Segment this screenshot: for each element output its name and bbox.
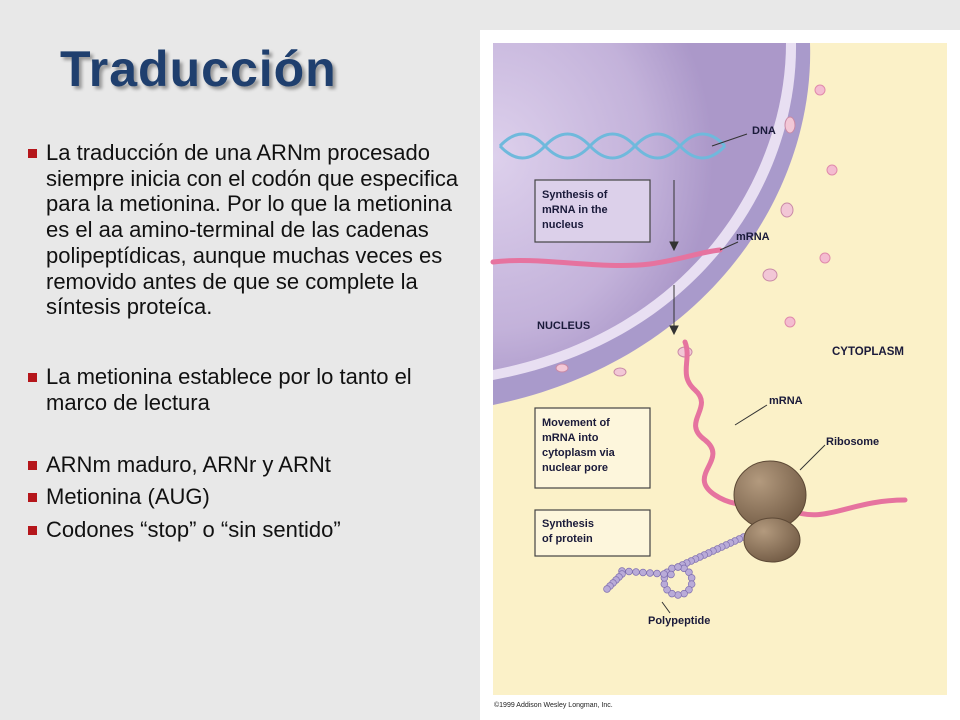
mrna-bottom-label: mRNA: [769, 395, 803, 407]
amino-acid-bead: [660, 580, 669, 588]
dna-leader-line: [711, 133, 748, 147]
bullet-list: La traducción de una ARNm procesado siem…: [28, 140, 468, 543]
amino-acid-bead: [660, 570, 668, 578]
translation-diagram: DNA Synthesis of mRNA in the nucleus mRN…: [490, 43, 947, 709]
amino-acid-bead: [674, 563, 682, 571]
bullet-marker-icon: [28, 373, 37, 383]
synthesis-protein-box: [534, 509, 651, 557]
amino-acid-bead: [646, 569, 654, 577]
translation-figure: DNA Synthesis of mRNA in the nucleus mRN…: [480, 30, 960, 720]
bullet-text: La metionina establece por lo tanto el m…: [46, 364, 412, 415]
ribosome-leader-line: [799, 444, 826, 471]
synthesis-protein-text: Synthesis of protein: [542, 518, 597, 545]
amino-acid-bead: [653, 569, 661, 578]
amino-acid-bead: [685, 585, 693, 594]
bullet-text: ARNm maduro, ARNr y ARNt: [46, 451, 331, 477]
ribosome-icon: [733, 460, 807, 563]
dna-helix: [498, 132, 727, 160]
polypeptide-label: Polypeptide: [648, 615, 710, 627]
amino-acid-bead: [680, 589, 688, 598]
cytoplasm-particle-icon: [784, 84, 838, 328]
amino-acid-bead: [668, 589, 676, 598]
bullet-item: La traducción de una ARNm procesado siem…: [28, 140, 468, 320]
polypeptide-chain: [603, 531, 752, 599]
bullet-marker-icon: [28, 526, 37, 536]
synthesis-mrna-text: Synthesis of mRNA in the nucleus: [542, 189, 611, 231]
bullet-marker-icon: [28, 149, 37, 158]
amino-acid-bead: [603, 585, 611, 593]
bullet-text: La traducción de una ARNm procesado siem…: [46, 140, 459, 320]
amino-acid-bead: [667, 570, 675, 579]
synthesis-mrna-box: [534, 179, 651, 243]
polypeptide-leader-line: [661, 601, 671, 614]
movement-mrna-box: [534, 407, 651, 489]
slide-title: Traducción: [60, 41, 337, 97]
process-arrow-icon: [669, 180, 679, 336]
amino-acid-bead: [687, 574, 696, 582]
mrna-strand-cytoplasm: [682, 339, 908, 518]
bullet-marker-icon: [28, 493, 37, 503]
copyright-text: ©1999 Addison Wesley Longman, Inc.: [494, 701, 613, 709]
bullet-item: Metionina (AUG): [28, 484, 468, 510]
amino-acid-bead: [674, 591, 682, 599]
amino-acid-bead: [668, 564, 676, 573]
mrna-bottom-leader-line: [734, 404, 768, 426]
amino-acid-bead: [639, 568, 647, 577]
ribosome-label: Ribosome: [826, 436, 879, 448]
bullet-item: ARNm maduro, ARNr y ARNt: [28, 452, 468, 478]
bullet-item: Codones “stop” o “sin sentido”: [28, 517, 468, 543]
bullet-text: Codones “stop” o “sin sentido”: [46, 517, 341, 543]
mrna-strand-nucleus: [490, 247, 723, 268]
movement-mrna-text: Movement of mRNA into cytoplasm via nucl…: [542, 417, 618, 474]
nucleus-label: NUCLEUS: [537, 320, 590, 332]
mrna-top-label: mRNA: [736, 231, 770, 243]
amino-acid-bead: [625, 567, 633, 576]
mrna-top-leader-line: [719, 241, 739, 251]
amino-acid-bead: [632, 568, 640, 576]
bullet-item: La metionina establece por lo tanto el m…: [28, 364, 468, 415]
bullet-marker-icon: [28, 460, 37, 470]
dna-label: DNA: [752, 125, 776, 137]
bullet-text: Metionina (AUG): [46, 484, 210, 510]
cytoplasm-label: CYTOPLASM: [832, 346, 904, 358]
